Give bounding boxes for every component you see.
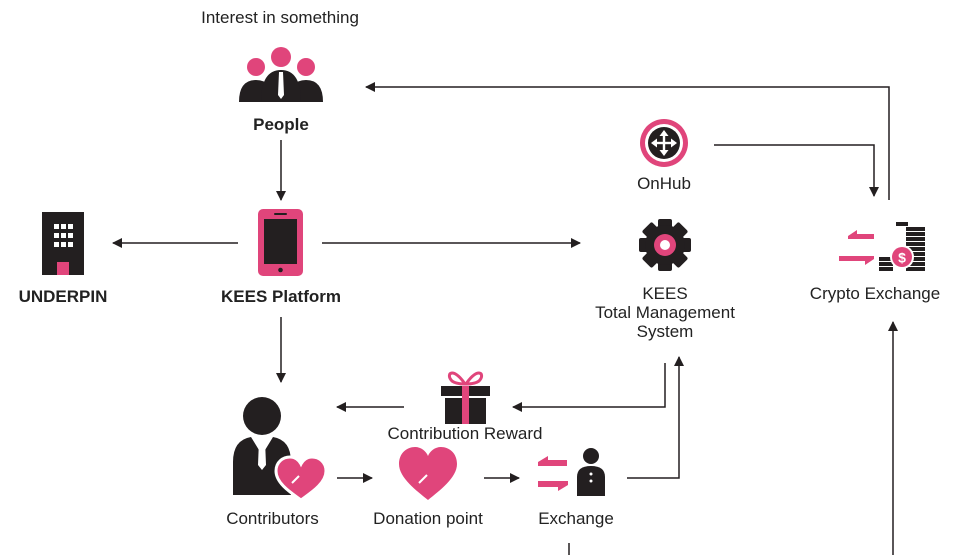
exchange-label: Exchange bbox=[538, 509, 614, 528]
underpin-label: UNDERPIN bbox=[18, 287, 108, 306]
move-arrows-icon bbox=[640, 119, 688, 167]
person-heart-icon bbox=[233, 397, 328, 502]
tablet-icon bbox=[258, 209, 303, 276]
heart-icon bbox=[399, 447, 457, 500]
arrow-onhub-to-crypto bbox=[714, 144, 879, 197]
donation-point-label: Donation point bbox=[373, 509, 483, 528]
kees-platform-label: KEES Platform bbox=[221, 287, 341, 306]
onhub-label: OnHub bbox=[637, 174, 691, 193]
svg-text:$: $ bbox=[898, 250, 906, 266]
people-group-icon bbox=[239, 47, 323, 102]
arrow-tms-to-reward bbox=[512, 363, 666, 412]
exchange-coins-icon: $ bbox=[839, 222, 925, 271]
contribution-reward-label: Contribution Reward bbox=[387, 424, 543, 443]
crypto-exchange-label: Crypto Exchange bbox=[809, 284, 941, 303]
arrow-crypto-to-people bbox=[365, 82, 890, 200]
interest-note: Interest in something bbox=[201, 8, 359, 27]
contributors-label: Contributors bbox=[226, 509, 319, 528]
people-label: People bbox=[253, 115, 309, 134]
kees-tms-label-line-2: Total Management bbox=[595, 303, 735, 322]
kees-tms-label-line-1: KEES bbox=[642, 284, 688, 303]
exchange-person-icon bbox=[538, 448, 605, 496]
arrow-exchange-to-tms bbox=[627, 356, 684, 479]
kees-tms-label-line-3: System bbox=[636, 322, 694, 341]
building-icon bbox=[42, 212, 84, 275]
gear-icon bbox=[639, 219, 691, 271]
gift-icon bbox=[441, 371, 490, 424]
kees-tms-label: KEES Total Management System bbox=[575, 284, 755, 341]
